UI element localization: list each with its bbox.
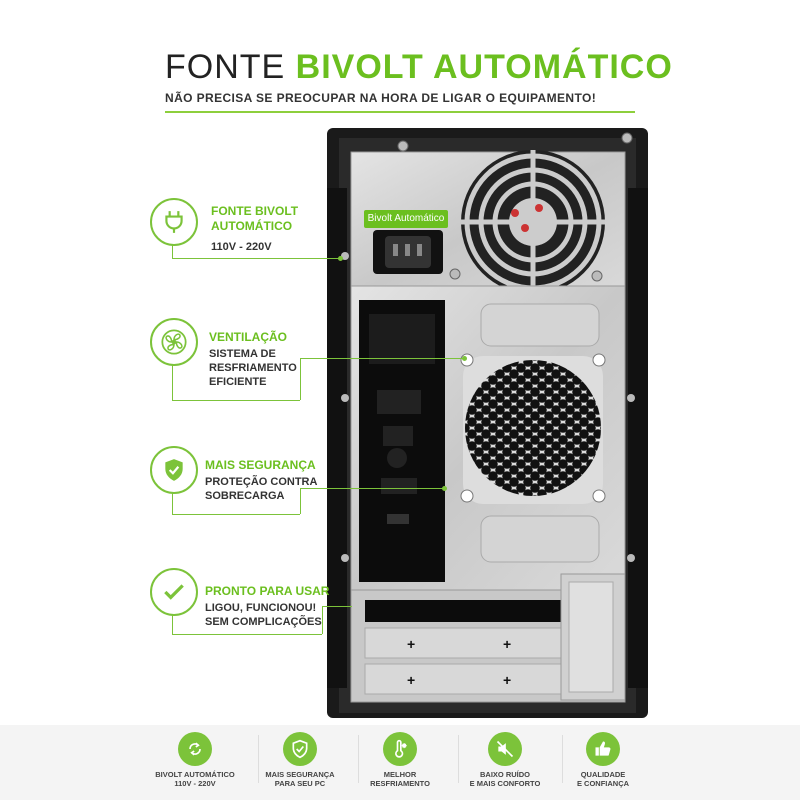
title-word-fonte: FONTE	[165, 48, 286, 86]
svg-text:+: +	[407, 636, 415, 652]
connector-line	[172, 364, 173, 400]
svg-text:+: +	[503, 636, 511, 652]
connector-line	[300, 488, 301, 514]
divider	[458, 735, 459, 783]
feature-bivolt-title-line2: AUTOMÁTICO	[211, 219, 293, 233]
thermometer-snow-icon	[383, 732, 417, 766]
connector-line	[322, 606, 352, 607]
divider	[562, 735, 563, 783]
thumbs-up-icon	[586, 732, 620, 766]
bivolt-icon	[178, 732, 212, 766]
feature-ventilation-desc-line1: SISTEMA DE	[209, 348, 276, 360]
feature-ready-desc-line2: SEM COMPLICAÇÕES	[205, 616, 322, 628]
feature-security-desc-line1: PROTEÇÃO CONTRA	[205, 476, 318, 488]
bottom-item-cooling: MELHOR RESFRIAMENTO	[345, 732, 455, 788]
checkmark-icon	[150, 568, 198, 616]
bottom-item-cooling-line2: RESFRIAMENTO	[370, 779, 430, 788]
svg-text:+: +	[503, 672, 511, 688]
connector-line	[322, 606, 323, 634]
connector-line	[172, 258, 340, 259]
connector-dot	[462, 356, 467, 361]
bottom-item-bivolt-line2: 110V - 220V	[174, 779, 216, 788]
bottom-item-security: MAIS SEGURANÇA PARA SEU PC	[245, 732, 355, 788]
page-subtitle: NÃO PRECISA SE PREOCUPAR NA HORA DE LIGA…	[165, 91, 597, 105]
feature-ventilation-desc: SISTEMA DE RESFRIAMENTO EFICIENTE	[209, 347, 297, 389]
connector-dot	[442, 486, 447, 491]
connector-dot	[338, 256, 343, 261]
psu-label-badge: Bivolt Automático	[364, 210, 448, 228]
feature-ready-title: PRONTO PARA USAR	[205, 584, 330, 598]
divider	[358, 735, 359, 783]
connector-line	[300, 488, 444, 489]
bottom-item-quality: QUALIDADE E CONFIANÇA	[548, 732, 658, 788]
feature-bivolt-title-line1: FONTE BIVOLT	[211, 204, 299, 218]
feature-ready-desc-line1: LIGOU, FUNCIONOU!	[205, 602, 317, 614]
bottom-item-bivolt: BIVOLT AUTOMÁTICO 110V - 220V	[140, 732, 250, 788]
connector-line	[172, 634, 322, 635]
bottom-item-security-line2: PARA SEU PC	[274, 779, 326, 788]
connector-line	[300, 358, 301, 400]
connector-line	[172, 614, 173, 634]
bottom-item-security-line1: MAIS SEGURANÇA	[265, 770, 335, 779]
divider	[258, 735, 259, 783]
feature-ventilation-desc-line2: RESFRIAMENTO	[209, 362, 297, 374]
shield-check-icon	[150, 446, 198, 494]
svg-text:+: +	[407, 672, 415, 688]
mute-icon	[488, 732, 522, 766]
bottom-item-quality-line2: E CONFIANÇA	[576, 779, 630, 788]
power-plug-icon	[150, 198, 198, 246]
title-word-bivolt: BIVOLT AUTOMÁTICO	[295, 48, 673, 86]
bottom-item-noise-line1: BAIXO RUÍDO	[479, 770, 530, 779]
pc-case-rear-image: + + + +	[327, 128, 648, 718]
connector-line	[172, 492, 173, 514]
bottom-item-cooling-line1: MELHOR	[383, 770, 417, 779]
connector-line	[300, 358, 464, 359]
bottom-item-noise-line2: E MAIS CONFORTO	[469, 779, 541, 788]
bottom-item-noise: BAIXO RUÍDO E MAIS CONFORTO	[450, 732, 560, 788]
bottom-item-bivolt-line1: BIVOLT AUTOMÁTICO	[155, 770, 235, 779]
fan-icon	[150, 318, 198, 366]
connector-line	[172, 400, 300, 401]
feature-security-title: MAIS SEGURANÇA	[205, 458, 316, 472]
feature-ventilation-desc-line3: EFICIENTE	[209, 376, 267, 388]
connector-line	[172, 514, 300, 515]
feature-ready-desc: LIGOU, FUNCIONOU! SEM COMPLICAÇÕES	[205, 601, 322, 629]
shield-icon	[283, 732, 317, 766]
connector-line	[172, 244, 173, 259]
feature-ventilation-title: VENTILAÇÃO	[209, 330, 287, 344]
feature-security-desc: PROTEÇÃO CONTRA SOBRECARGA	[205, 475, 317, 503]
feature-bivolt-title: FONTE BIVOLT AUTOMÁTICO	[211, 204, 298, 234]
feature-bivolt-desc: 110V - 220V	[211, 241, 272, 253]
title-underline	[165, 111, 635, 113]
bottom-item-quality-line1: QUALIDADE	[580, 770, 626, 779]
feature-security-desc-line2: SOBRECARGA	[205, 490, 285, 502]
page-title: FONTE BIVOLT AUTOMÁTICO	[165, 48, 673, 87]
